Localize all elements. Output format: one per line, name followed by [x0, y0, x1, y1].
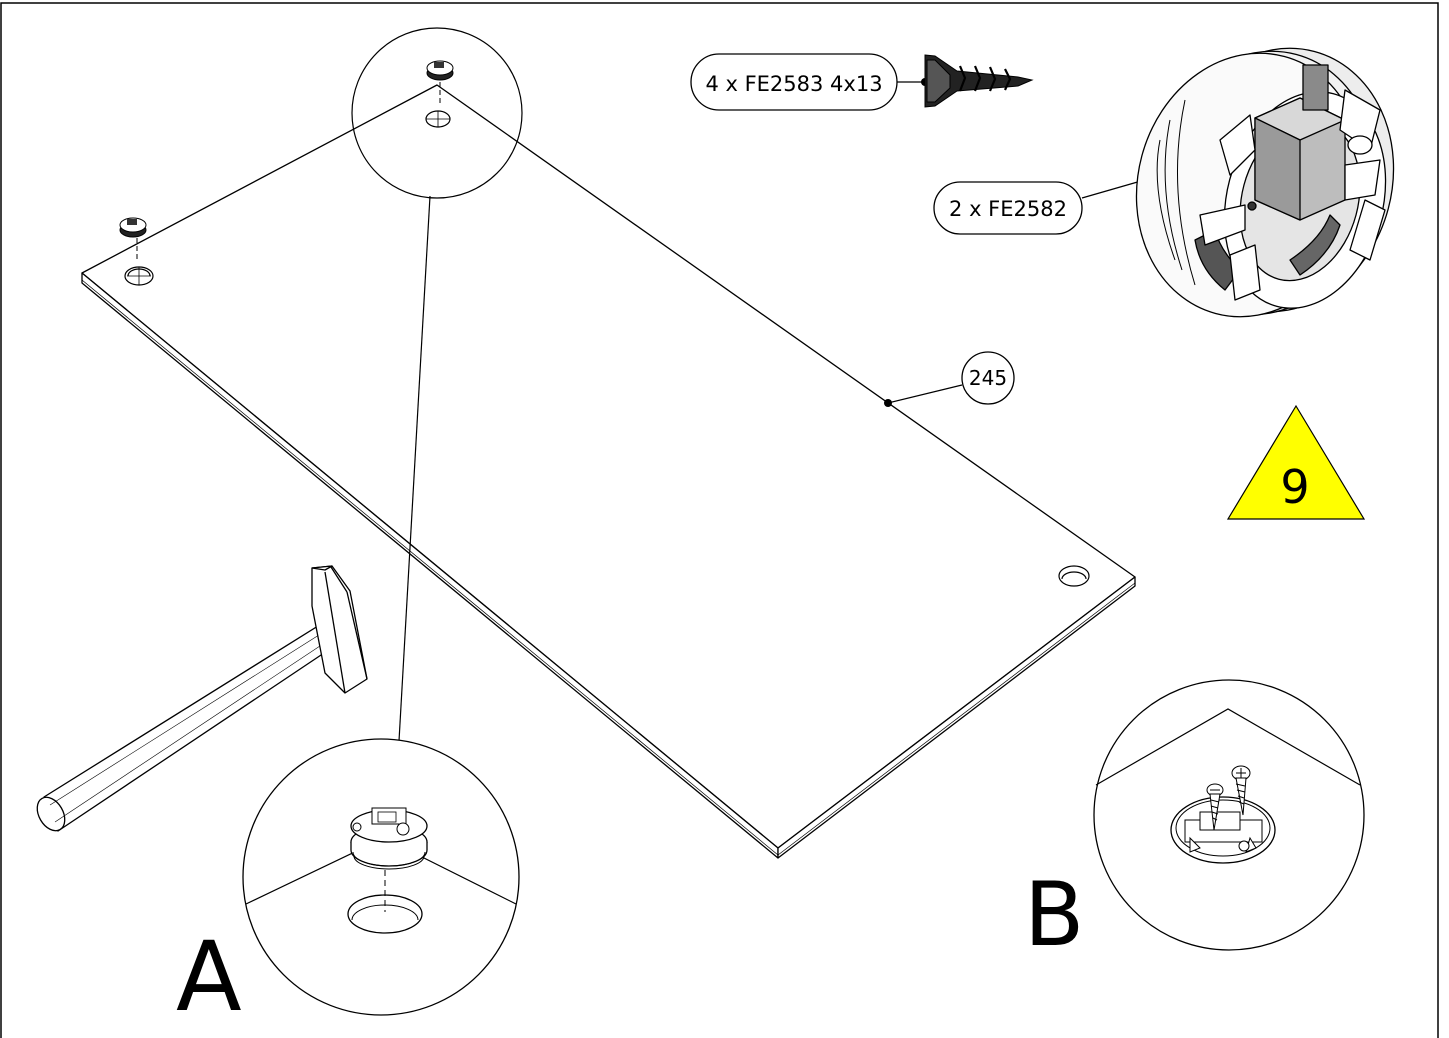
hole-right	[1058, 565, 1090, 587]
detail-b-circle	[1093, 679, 1365, 951]
detail-a-label: A	[176, 921, 242, 1033]
top-detail-circle	[351, 27, 523, 199]
hammer-icon	[36, 565, 368, 832]
detail-a-leaders	[398, 195, 431, 742]
screw-icon	[924, 54, 1034, 108]
step-number: 9	[1280, 460, 1309, 514]
panel-holes	[124, 266, 1090, 587]
detail-a-circle	[242, 738, 520, 1016]
connector-callout-text: 2 x FE2582	[949, 197, 1067, 221]
panel-callout-text: 245	[969, 366, 1007, 390]
screw-b-1-icon	[1206, 783, 1224, 831]
connector-callout: 2 x FE2582	[933, 177, 1145, 235]
panel-callout: 245	[884, 351, 1015, 407]
screw-b-2-icon	[1231, 765, 1251, 816]
panel-245	[81, 84, 1136, 859]
step-badge: 9	[1226, 404, 1366, 520]
screw-callout-text: 4 x FE2583 4x13	[705, 72, 882, 96]
detail-b-label: B	[1024, 863, 1084, 966]
cam-connector-icon	[1135, 47, 1395, 318]
cam-connector-left-icon	[119, 217, 147, 262]
screw-callout: 4 x FE2583 4x13	[690, 53, 929, 111]
